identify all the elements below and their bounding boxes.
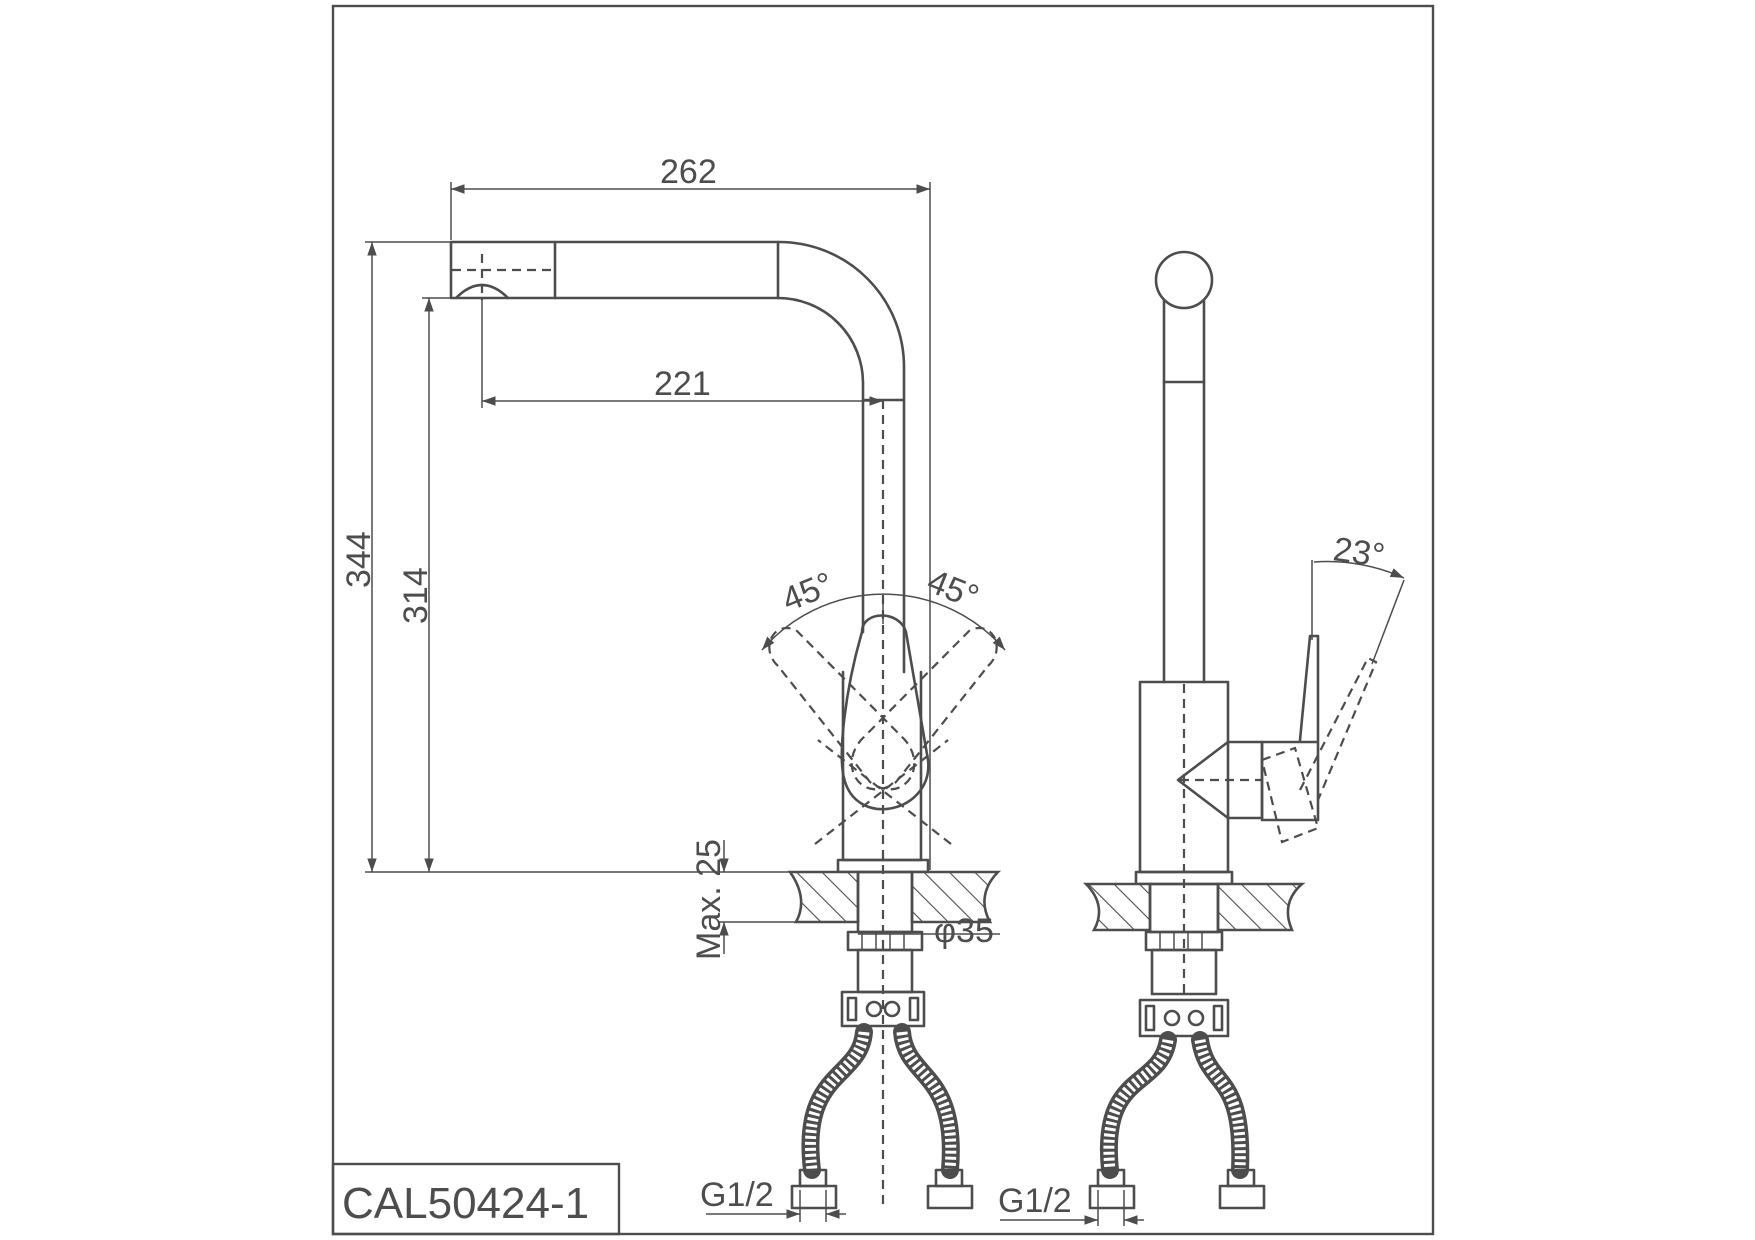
side-hose-connector [1138,998,1230,1038]
spout-body [553,240,906,674]
dim-inlet-thread-side: G1/2 [998,1182,1072,1220]
countertop-section-right [910,870,1002,924]
dim-inlet-thread-front: G1/2 [700,1176,774,1214]
hose-end-left [790,1184,838,1210]
model-code: CAL50424-1 [342,1179,589,1228]
angle-label-right: 45° [922,562,984,616]
front-view: 45° 45° 262 221 [340,153,1006,1222]
side-hose-end-left [1088,1184,1136,1210]
side-view: 23° G1/2 [998,250,1405,1226]
spout-outlet [449,240,557,300]
hose-end-right [926,1184,974,1210]
title-block [331,1162,621,1236]
hose-right [893,1023,960,1179]
angle-label-left: 45° [777,565,839,619]
countertop-section-left [787,870,860,924]
dim-max-deck-thickness: Max. 25 [690,839,728,960]
side-countertop-right [1216,882,1306,932]
side-lever [1260,634,1320,822]
side-tilt-angle: 23° [1331,530,1387,575]
drawing-frame [331,4,1435,1236]
dim-mounting-hole: φ35 [934,912,994,950]
dim-spout-reach-total: 262 [660,153,717,191]
side-countertop-left [1082,882,1152,932]
dim-total-height: 344 [340,531,378,588]
side-spout-end [1154,250,1214,310]
hose-connector-block [840,990,926,1028]
side-hose-end-right [1218,1184,1266,1210]
lever-handle [840,614,930,811]
dim-spout-reach-axis: 221 [654,365,711,403]
dim-outlet-height: 314 [397,567,435,624]
